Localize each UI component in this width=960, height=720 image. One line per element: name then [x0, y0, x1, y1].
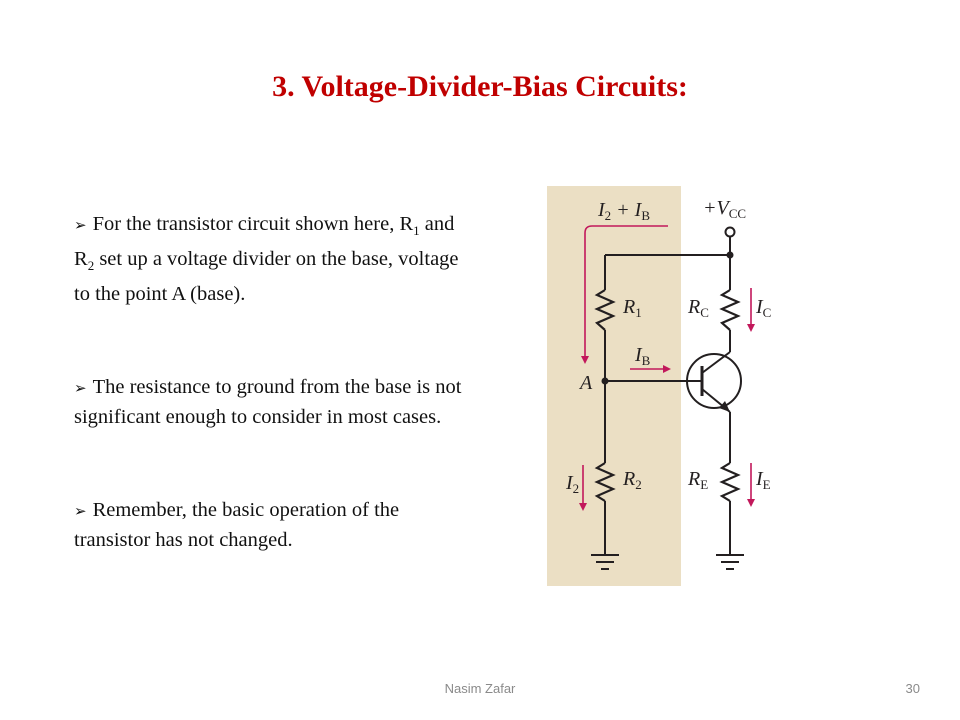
label-ie: IE: [755, 468, 771, 492]
bullet-item: ➢The resistance to ground from the base …: [74, 376, 462, 429]
junction-dot: [726, 251, 734, 259]
bullet-item: ➢For the transistor circuit shown here, …: [74, 213, 459, 306]
bullet-list: ➢For the transistor circuit shown here, …: [74, 210, 474, 619]
label-ib: IB: [634, 344, 651, 368]
label-rc: RC: [687, 296, 709, 320]
npn-transistor-symbol: [686, 351, 742, 413]
bullet-item: ➢Remember, the basic operation of the tr…: [74, 499, 400, 552]
current-arrows: [579, 225, 755, 511]
slide-number: 30: [905, 681, 920, 696]
resistor-re: [719, 462, 741, 502]
label-i2-ib: I2 + IB: [597, 199, 650, 223]
label-i2: I2: [565, 472, 579, 496]
arrow-bullet-icon: ➢: [74, 216, 87, 234]
vcc-terminal: [724, 226, 736, 238]
junction-dot-a: [601, 377, 609, 385]
arrow-bullet-icon: ➢: [74, 379, 87, 398]
footer-author: Nasim Zafar: [444, 681, 516, 696]
slide-title: 3. Voltage-Divider-Bias Circuits:: [272, 70, 688, 103]
label-re: RE: [687, 468, 708, 492]
resistor-r2: [594, 462, 616, 502]
label-vcc: +VCC: [703, 197, 746, 221]
label-r2: R2: [622, 468, 642, 492]
label-ic: IC: [755, 296, 771, 320]
voltage-divider-circuit-diagram: I2 + IB +VCC R1 RC IC IB A I2 R2 RE IE: [540, 180, 780, 590]
arrow-bullet-icon: ➢: [74, 502, 87, 521]
ground-symbol-left: [591, 554, 619, 570]
circuit-wires: [604, 237, 731, 555]
ground-symbol-right: [716, 554, 744, 570]
label-r1: R1: [622, 296, 642, 320]
divider-panel: [547, 186, 681, 586]
label-node-a: A: [578, 372, 593, 394]
resistor-rc: [719, 289, 741, 331]
resistor-r1: [594, 289, 616, 331]
i2-ib-arrow: [581, 225, 668, 364]
